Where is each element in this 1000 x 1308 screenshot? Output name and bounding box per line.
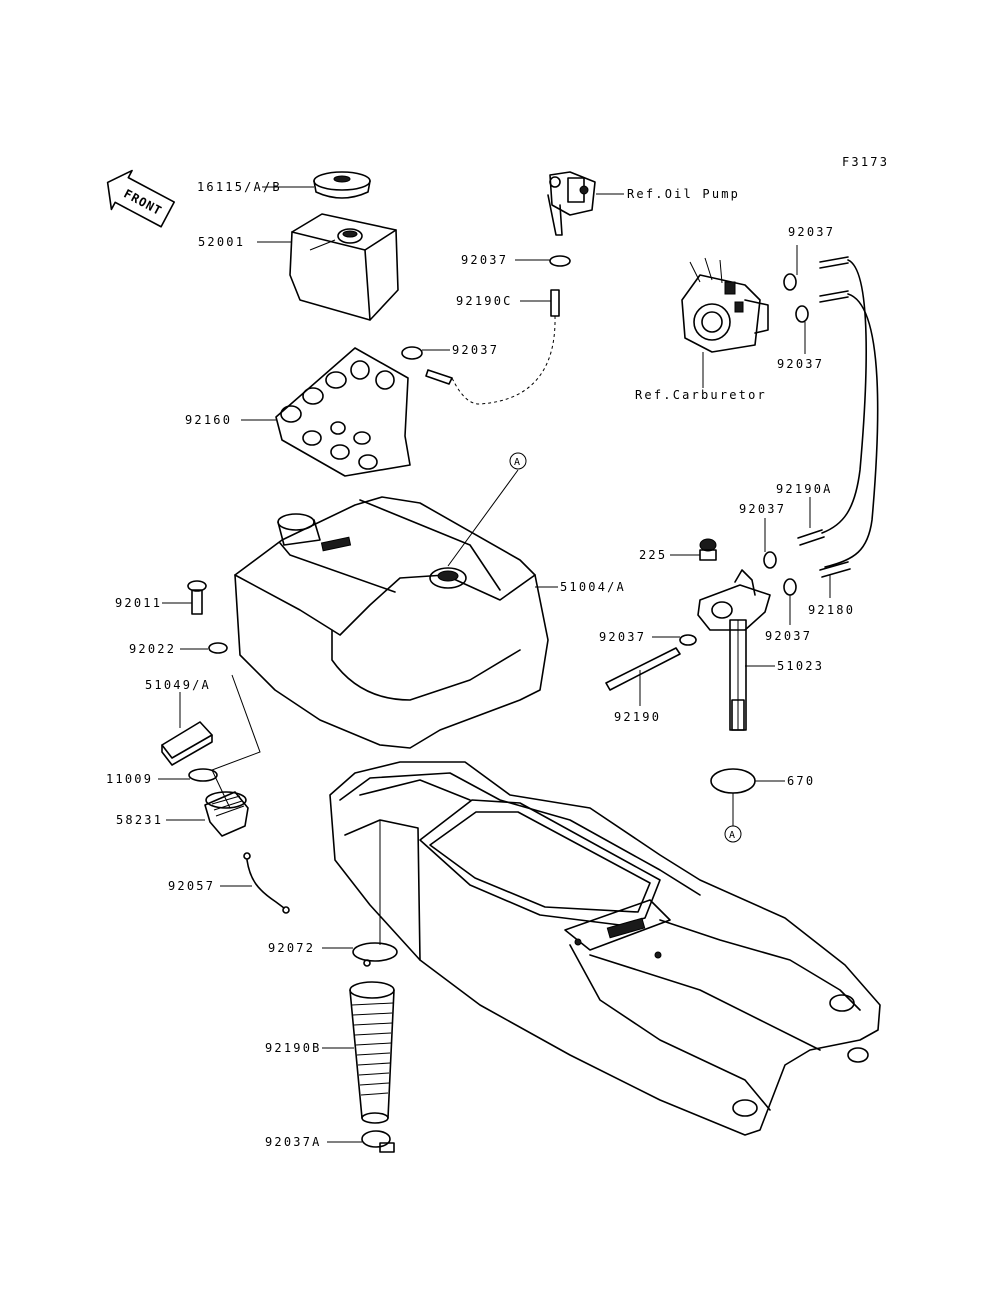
label-92037-mid: 92037 [739, 502, 786, 516]
label-92037-carb-top: 92037 [788, 225, 835, 239]
label-92037-tank: 92037 [452, 343, 499, 357]
label-92037-carb-bottom: 92037 [777, 357, 824, 371]
bolt-92011 [187, 580, 207, 615]
clamp-92037-valve-right [783, 578, 797, 596]
strap-92057 [243, 852, 290, 914]
label-225: 225 [639, 548, 667, 562]
label-92011: 92011 [115, 596, 162, 610]
label-92057: 92057 [168, 879, 215, 893]
fuel-tank [234, 496, 549, 749]
label-92022: 92022 [129, 642, 176, 656]
label-92037a: 92037A [265, 1135, 322, 1149]
label-92072: 92072 [268, 941, 315, 955]
front-direction-arrow: FRONT [106, 169, 176, 228]
label-51023: 51023 [777, 659, 824, 673]
label-92037-valve-right: 92037 [765, 629, 812, 643]
fuel-hoses-long [797, 256, 879, 578]
hose-92190 [605, 647, 681, 691]
ref-carburetor: Ref.Carburetor [635, 388, 767, 402]
hose-92190c [550, 289, 560, 317]
ref-oil-pump: Ref.Oil Pump [627, 187, 740, 201]
clamp-92037-tank [401, 346, 423, 360]
clamp-92037a [361, 1130, 395, 1153]
label-92160: 92160 [185, 413, 232, 427]
fuel-cap [313, 171, 371, 199]
bellows-hose-92190b [349, 981, 395, 1124]
gasket-11009 [188, 768, 218, 782]
screw-225 [699, 538, 717, 561]
figure-code: F3173 [842, 155, 889, 169]
label-92190c: 92190C [456, 294, 513, 308]
cover-51049 [161, 721, 213, 766]
hull [329, 761, 881, 1136]
label-11009: 11009 [106, 772, 153, 786]
label-92190b: 92190B [265, 1041, 322, 1055]
label-92180: 92180 [808, 603, 855, 617]
tank-bracket [275, 347, 411, 477]
clamp-92072 [352, 942, 398, 967]
clamp-92037-carb-bottom [795, 305, 809, 323]
label-92037-valve-left: 92037 [599, 630, 646, 644]
carburetor [681, 257, 769, 353]
front-badge-text: FRONT [122, 187, 165, 219]
label-670: 670 [787, 774, 815, 788]
clamp-92037-mid [763, 551, 777, 569]
label-51049: 51049/A [145, 678, 211, 692]
label-92190: 92190 [614, 710, 661, 724]
clamp-92037-carb-top [783, 273, 797, 291]
ref-marker-a-bottom [724, 825, 742, 843]
label-52001: 52001 [198, 235, 245, 249]
oil-pump [547, 171, 596, 236]
clamp-92037-valve-left [679, 634, 697, 646]
label-92037-top: 92037 [461, 253, 508, 267]
label-16115: 16115/A/B [197, 180, 282, 194]
fuel-valve-51023 [697, 569, 771, 731]
o-ring-670 [710, 768, 756, 794]
label-58231: 58231 [116, 813, 163, 827]
ref-marker-a-bottom-text: A [729, 830, 735, 841]
ref-marker-a-top-text: A [514, 457, 520, 468]
ref-marker-a-top [509, 452, 527, 470]
label-92190a: 92190A [776, 482, 833, 496]
filler-neck-58231 [204, 791, 249, 837]
clamp-92037-top [549, 255, 571, 267]
label-51004: 51004/A [560, 580, 626, 594]
oil-tank [289, 213, 399, 321]
washer-92022 [208, 642, 228, 654]
